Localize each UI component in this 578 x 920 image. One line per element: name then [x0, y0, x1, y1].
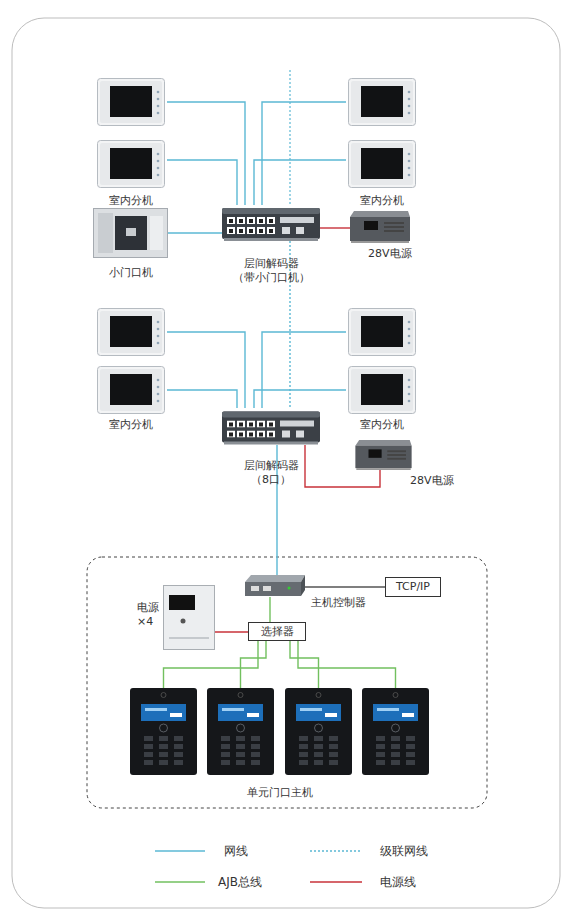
- connector-line: [305, 445, 380, 487]
- power-supply: 28V电源: [350, 211, 410, 243]
- host-controller: 主机控制器: [245, 575, 305, 597]
- indoor-monitor-group: 室内分机: [95, 306, 167, 414]
- device-label: 主机控制器: [311, 596, 381, 610]
- label-holder: 主机控制器: [311, 596, 381, 610]
- selector-box: 选择器: [248, 622, 306, 641]
- label-holder: 电源 ×4: [137, 601, 161, 629]
- connector-line: [254, 332, 346, 408]
- connector-line: [168, 232, 222, 233]
- legend-text: 电源线: [380, 875, 416, 889]
- legend-text: 网线: [224, 844, 248, 858]
- device-label: 室内分机: [336, 418, 428, 432]
- device-label: 单元门口主机: [130, 786, 430, 800]
- device-label: 室内分机: [336, 194, 428, 208]
- floor-decoder: 层间解码器 （带小门口机）: [222, 205, 320, 241]
- connector-line: [215, 631, 248, 632]
- device-label: 层间解码器 （带小门口机）: [226, 257, 316, 285]
- connector-line: [320, 227, 350, 228]
- label-holder: 室内分机: [85, 194, 177, 208]
- label-holder: 室内分机: [85, 418, 177, 432]
- label-holder: 单元门口主机: [130, 786, 430, 800]
- connector-line: [167, 102, 245, 205]
- device-label: 室内分机: [85, 194, 177, 208]
- device-label: 选择器: [261, 625, 294, 639]
- label-holder: 小门口机: [93, 266, 168, 280]
- indoor-monitor-group: 室内分机: [346, 76, 418, 190]
- power-cabinet: 电源 ×4: [163, 585, 215, 650]
- device-label: 电源 ×4: [137, 601, 161, 629]
- device-label: TCP/IP: [396, 580, 430, 594]
- connector-line: [305, 586, 385, 587]
- network-box: TCP/IP: [385, 577, 441, 597]
- small-door-station: 小门口机: [93, 208, 168, 258]
- label-holder: 28V电源: [410, 474, 470, 488]
- label-holder: 室内分机: [336, 418, 428, 432]
- device-label: 层间解码器 （8口）: [226, 459, 316, 487]
- label-holder: 室内分机: [336, 194, 428, 208]
- power-supply: 28V电源: [352, 440, 415, 470]
- connector-line: [167, 332, 245, 408]
- label-holder: 层间解码器 （8口）: [226, 459, 316, 487]
- device-label: 室内分机: [85, 418, 177, 432]
- legend-text: AJB总线: [218, 875, 262, 889]
- label-holder: 层间解码器 （带小门口机）: [226, 257, 316, 285]
- label-holder: 28V电源: [368, 247, 428, 261]
- connector-line: [269, 597, 270, 622]
- connector-line: [164, 641, 396, 688]
- unit-door-stations: 单元门口主机: [130, 688, 430, 775]
- legend-text: 级联网线: [380, 844, 428, 858]
- floor-decoder: 层间解码器 （8口）: [222, 408, 320, 445]
- device-label: 28V电源: [410, 474, 470, 488]
- device-label: 28V电源: [368, 247, 428, 261]
- indoor-monitor-group: 室内分机: [346, 306, 418, 414]
- device-label: 小门口机: [93, 266, 168, 280]
- indoor-monitor-group: 室内分机: [95, 76, 167, 190]
- connector-line: [254, 102, 346, 205]
